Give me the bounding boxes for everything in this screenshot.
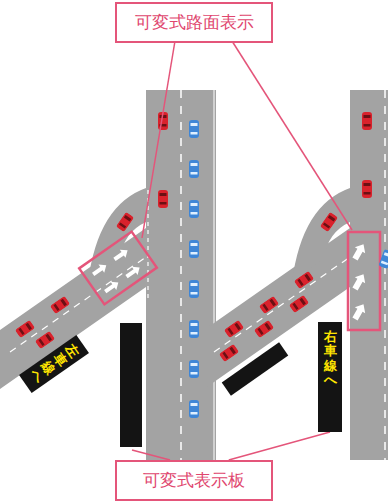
callout-text: 可変式路面表示 [127, 11, 261, 34]
message-sign: 右車線へ [318, 322, 342, 432]
sign-text: 右車線へ [324, 330, 337, 387]
callout-text: 可変式表示板 [127, 469, 261, 492]
right-panel [204, 90, 388, 460]
left-panel [0, 90, 216, 460]
leader-lines [132, 41, 352, 460]
leader-line [229, 432, 330, 460]
callout-box: 可変式路面表示 [115, 2, 273, 43]
callout-box: 可変式表示板 [115, 460, 273, 501]
